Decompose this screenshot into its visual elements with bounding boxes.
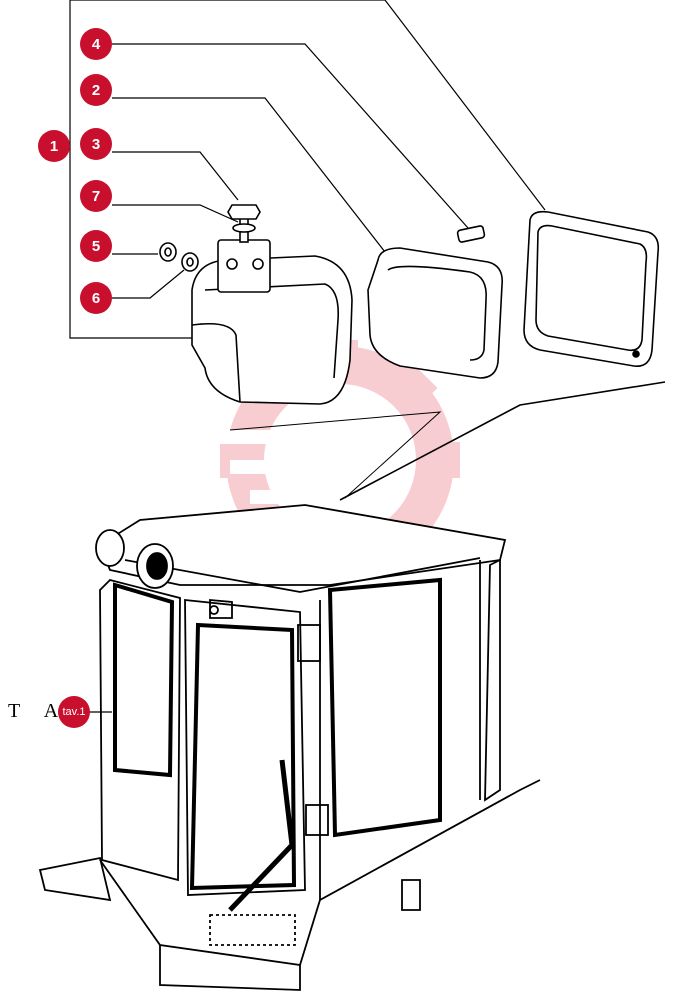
leader-line-6	[112, 269, 185, 299]
wiper	[228, 759, 295, 912]
cab-drawing	[38, 504, 541, 991]
lamp-assembly	[159, 204, 666, 501]
leader-line-2	[112, 97, 386, 253]
leader-line-7	[112, 204, 239, 223]
table-reference-label: T A	[8, 700, 69, 722]
callout-4[interactable]: 4	[80, 28, 112, 60]
leader-line-3	[112, 151, 239, 201]
callout-1[interactable]: 1	[38, 130, 70, 162]
washer-7	[232, 223, 256, 233]
leader-line-1-top	[69, 0, 546, 211]
callout-5[interactable]: 5	[80, 230, 112, 262]
callout-3[interactable]: 3	[80, 128, 112, 160]
leader-lines	[69, 0, 546, 339]
cab-left-door	[99, 579, 181, 882]
lamp-rim	[523, 210, 660, 367]
cab-base	[99, 779, 541, 966]
lamp-lens	[367, 247, 504, 379]
screw	[456, 225, 486, 243]
cab-right-window	[327, 577, 442, 838]
table-reference-badge[interactable]: tav.1	[58, 696, 90, 728]
leader-line-4	[112, 43, 469, 229]
callout-7[interactable]: 7	[80, 180, 112, 212]
callout-2[interactable]: 2	[80, 74, 112, 106]
nut	[227, 204, 261, 220]
lamp-housing	[191, 255, 353, 405]
leader-line-1	[69, 148, 195, 339]
roof-lamps	[95, 529, 174, 589]
cab-windshield	[184, 599, 306, 896]
callout-6[interactable]: 6	[80, 282, 112, 314]
